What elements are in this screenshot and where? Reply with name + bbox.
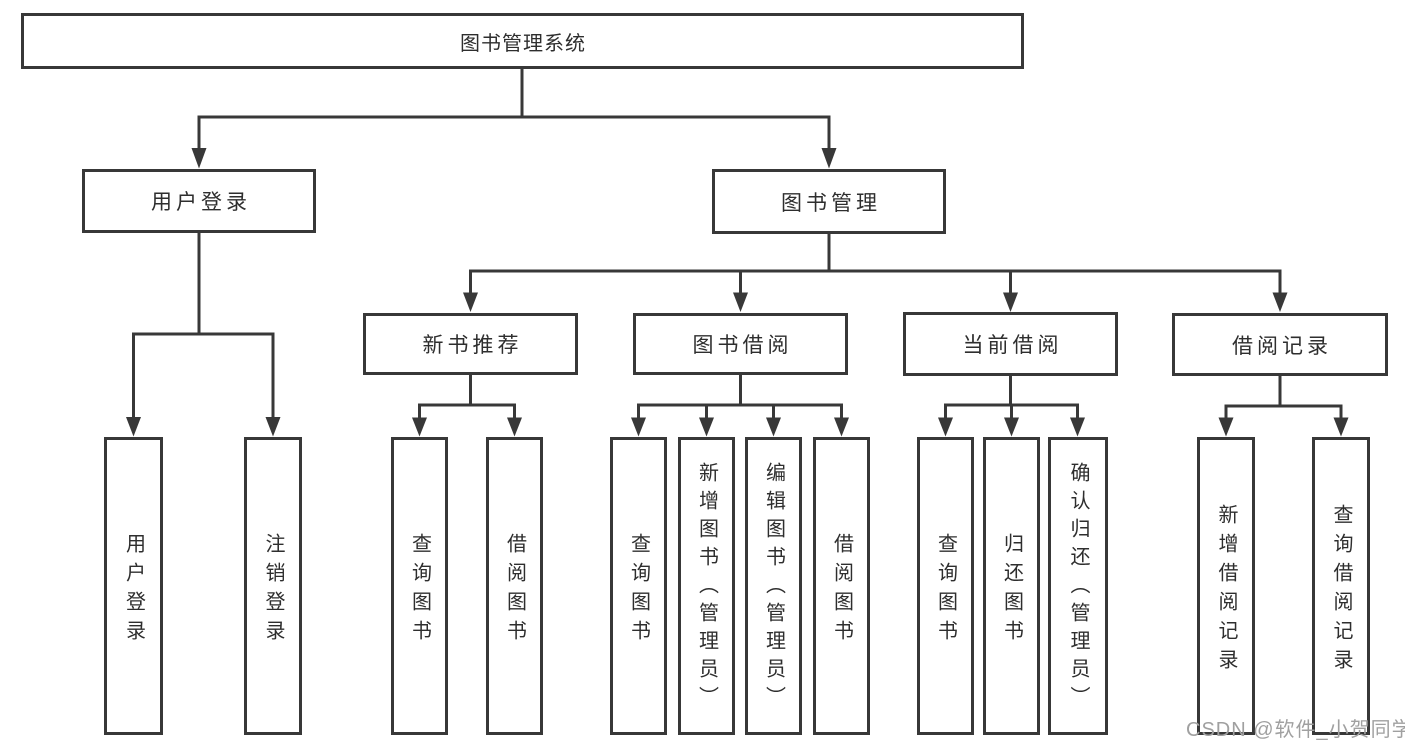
node-borrow-edit-books-admin: 编辑图书（管理员） xyxy=(745,437,802,735)
node-label: 当前借阅 xyxy=(962,334,1063,357)
node-borrow-borrow-books: 借阅图书 xyxy=(813,437,870,735)
node-book-borrow: 图书借阅 xyxy=(633,313,848,375)
node-label: 借阅记录 xyxy=(1232,334,1332,358)
node-current-query-books: 查询图书 xyxy=(917,437,974,735)
connector-root-to-level2 xyxy=(191,69,837,169)
node-label: 确认归还（管理员） xyxy=(1067,462,1089,714)
node-user-login: 用户登录 xyxy=(82,169,316,233)
connector-book-borrow-children xyxy=(631,375,849,437)
node-label: 用户登录 xyxy=(122,532,145,649)
node-label: 借阅图书 xyxy=(503,532,526,649)
node-borrow-records: 借阅记录 xyxy=(1172,313,1388,376)
connector-line xyxy=(637,375,843,419)
node-current-confirm-return-admin: 确认归还（管理员） xyxy=(1048,437,1108,735)
arrowhead xyxy=(126,417,281,437)
arrowhead xyxy=(938,417,1085,437)
node-current-borrow: 当前借阅 xyxy=(903,312,1118,376)
node-label: 用户登录 xyxy=(151,191,251,214)
node-sub-logout: 注销登录 xyxy=(244,437,302,735)
node-borrow-query-books: 查询图书 xyxy=(610,437,667,735)
node-borrow-add-books-admin: 新增图书（管理员） xyxy=(678,437,735,735)
node-label: 图书管理系统 xyxy=(460,32,586,55)
node-label: 借阅图书 xyxy=(830,532,853,649)
node-label: 新增借阅记录 xyxy=(1215,503,1237,678)
node-label: 查询图书 xyxy=(408,532,431,649)
node-newbook-borrow-books: 借阅图书 xyxy=(486,437,543,735)
node-records-add-record: 新增借阅记录 xyxy=(1197,437,1255,735)
connector-user-login-children xyxy=(126,233,281,437)
node-label: 查询图书 xyxy=(934,532,957,649)
node-label: 注销登录 xyxy=(262,532,284,649)
node-newbook-query-books: 查询图书 xyxy=(391,437,448,735)
node-label: 归还图书 xyxy=(1000,532,1023,649)
watermark: CSDN @软件_小贺同学 xyxy=(1186,719,1405,741)
arrowhead xyxy=(412,417,522,437)
node-book-management: 图书管理 xyxy=(712,169,946,234)
node-label: 图书借阅 xyxy=(692,334,793,357)
node-new-book-recommend: 新书推荐 xyxy=(363,313,578,375)
node-label: 图书管理 xyxy=(781,191,881,215)
connector-line xyxy=(1224,376,1343,419)
node-current-return-books: 归还图书 xyxy=(983,437,1040,735)
arrowhead xyxy=(191,148,837,169)
node-sub-user-login: 用户登录 xyxy=(104,437,163,735)
connector-book-mgmt-children xyxy=(463,234,1288,312)
node-records-query-record: 查询借阅记录 xyxy=(1312,437,1370,735)
node-label: 查询图书 xyxy=(627,532,650,649)
connector-line xyxy=(132,233,275,418)
connector-borrow-records-children xyxy=(1218,376,1349,437)
connector-current-borrow-children xyxy=(938,376,1085,437)
arrowhead xyxy=(631,417,849,437)
connector-line xyxy=(418,375,516,419)
connector-new-book-children xyxy=(412,375,522,437)
arrowhead xyxy=(463,292,1288,312)
connector-line xyxy=(944,376,1079,419)
node-label: 编辑图书（管理员） xyxy=(762,462,785,714)
node-root-system: 图书管理系统 xyxy=(21,13,1024,69)
connector-line xyxy=(469,234,1282,294)
arrowhead xyxy=(1218,417,1349,437)
node-label: 新书推荐 xyxy=(422,334,523,357)
node-label: 查询借阅记录 xyxy=(1330,503,1352,678)
connector-line xyxy=(197,69,831,150)
node-label: 新增图书（管理员） xyxy=(695,462,718,714)
